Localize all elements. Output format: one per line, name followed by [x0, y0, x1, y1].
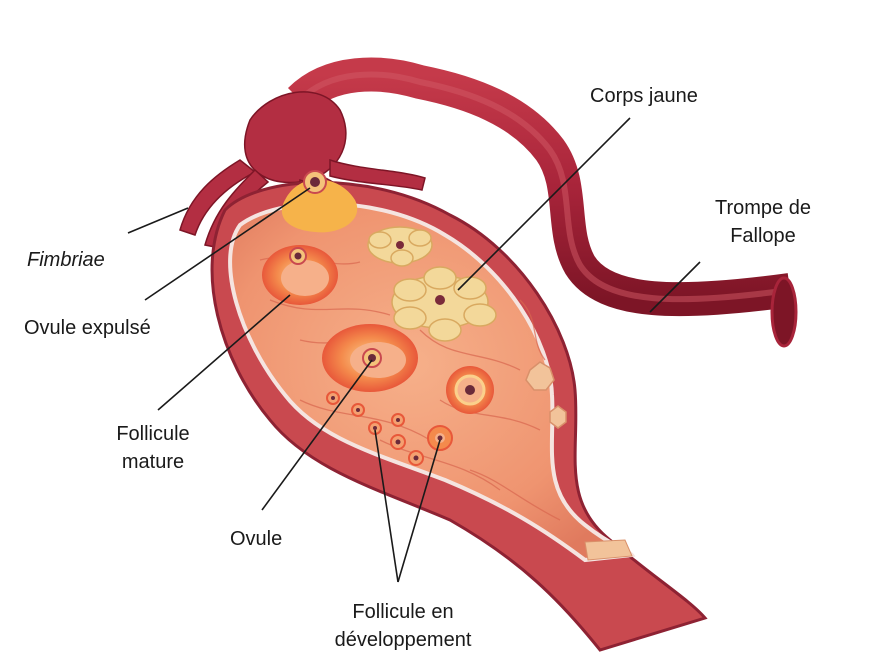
label-ovule-expulse: Ovule expulsé [24, 314, 151, 342]
label-trompe-line-1: Trompe de [698, 194, 828, 222]
label-follicule-mature: Follicule mature [103, 420, 203, 476]
label-fimbriae: Fimbriae [27, 246, 105, 274]
follicle-mature [322, 324, 418, 392]
leader-fimbriae [128, 208, 188, 233]
label-follicule-dev-line-1: Follicule en [318, 598, 488, 626]
label-ovule: Ovule [230, 525, 282, 553]
label-follicule-mature-line-2: mature [103, 448, 203, 476]
label-corps-jaune: Corps jaune [590, 82, 698, 110]
label-follicule-en-developpement: Follicule en développement [318, 598, 488, 654]
follicle-secondary [446, 366, 494, 414]
label-trompe-line-2: Fallope [698, 222, 828, 250]
label-follicule-mature-line-1: Follicule [103, 420, 203, 448]
tube-opening [772, 278, 796, 346]
label-follicule-dev-line-2: développement [318, 626, 488, 654]
ovarian-ligament [585, 540, 632, 560]
label-trompe-de-fallope: Trompe de Fallope [698, 194, 828, 250]
follicle-crescent [262, 245, 338, 305]
